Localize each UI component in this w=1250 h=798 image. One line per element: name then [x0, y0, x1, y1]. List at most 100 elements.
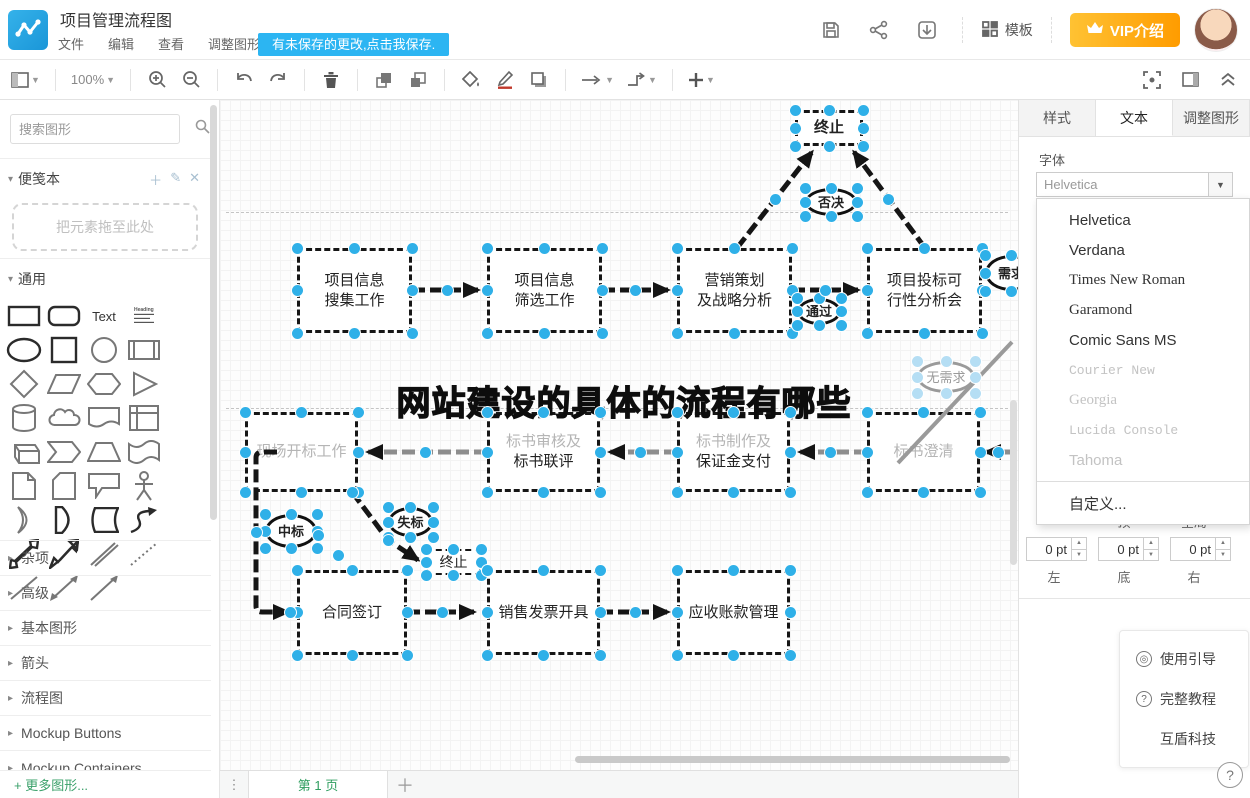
insert-button[interactable]: ▼	[688, 72, 715, 87]
spacing-left-input[interactable]: 0 pt	[1026, 537, 1072, 561]
collapse-toolbar-icon[interactable]	[1214, 66, 1242, 94]
selection-handle[interactable]	[349, 242, 360, 254]
selection-handle[interactable]	[291, 607, 303, 618]
selection-handle[interactable]	[291, 649, 303, 661]
selection-handle[interactable]	[784, 649, 796, 661]
page-view-button[interactable]: ▼	[8, 66, 43, 94]
selection-handle[interactable]	[481, 446, 493, 458]
selection-handle[interactable]	[857, 104, 869, 116]
shape-search-box[interactable]	[10, 114, 210, 144]
shape-internal-storage[interactable]	[124, 401, 164, 435]
selection-handle[interactable]	[481, 242, 493, 254]
selection-handle[interactable]	[799, 182, 811, 194]
selection-handle[interactable]	[784, 564, 796, 576]
shape-tape[interactable]	[124, 435, 164, 469]
line-color-icon[interactable]	[491, 66, 519, 94]
app-logo-icon[interactable]	[8, 10, 48, 50]
selection-handle[interactable]	[538, 406, 549, 418]
selection-handle[interactable]	[861, 406, 873, 418]
selection-handle[interactable]	[401, 564, 413, 576]
shape-triangle[interactable]	[124, 367, 164, 401]
selection-handle[interactable]	[918, 406, 929, 418]
selection-handle[interactable]	[291, 285, 303, 296]
selection-handle[interactable]	[352, 486, 364, 498]
zoom-level-select[interactable]: 100%▼	[70, 72, 116, 87]
shape-hexagon[interactable]	[84, 367, 124, 401]
shape-dotted-line[interactable]	[124, 537, 164, 571]
selection-handle[interactable]	[671, 649, 683, 661]
spacing-bottom-stepper[interactable]: ▲▼	[1144, 537, 1159, 561]
arrow-style-button[interactable]: ▼	[578, 66, 617, 94]
connector-handle[interactable]	[882, 193, 894, 205]
shape-ellipse[interactable]	[4, 333, 44, 367]
selection-handle[interactable]	[594, 649, 606, 661]
fill-color-icon[interactable]	[457, 66, 485, 94]
selection-handle[interactable]	[671, 446, 683, 458]
category-箭头[interactable]: ▸箭头	[0, 645, 211, 680]
selection-handle[interactable]	[671, 242, 683, 254]
selection-handle[interactable]	[786, 327, 798, 339]
selection-handle[interactable]	[349, 327, 360, 339]
selection-handle[interactable]	[918, 486, 929, 498]
connector-handle[interactable]	[332, 549, 344, 561]
category-杂项[interactable]: ▸杂项	[0, 540, 211, 575]
connector-style-button[interactable]: ▼	[623, 66, 660, 94]
shape-actor[interactable]	[124, 469, 164, 503]
shape-square[interactable]	[44, 333, 84, 367]
selection-handle[interactable]	[974, 446, 986, 458]
diagram-title[interactable]: 网站建设的具体的流程有哪些	[396, 384, 852, 423]
shape-circle[interactable]	[84, 333, 124, 367]
connector-handle[interactable]	[441, 284, 453, 296]
selection-handle[interactable]	[427, 531, 439, 543]
selection-handle[interactable]	[979, 285, 991, 297]
selection-handle[interactable]	[239, 406, 251, 418]
toggle-panel-icon[interactable]	[1176, 66, 1204, 94]
selection-handle[interactable]	[539, 242, 550, 254]
shape-step[interactable]	[44, 435, 84, 469]
delete-icon[interactable]	[317, 66, 345, 94]
add-note-icon[interactable]: ＋	[149, 172, 163, 188]
selection-handle[interactable]	[538, 564, 549, 576]
font-option-times-new-roman[interactable]: Times New Roman	[1069, 271, 1186, 288]
redo-icon[interactable]	[264, 66, 292, 94]
help-button[interactable]: ?	[1217, 762, 1243, 788]
selection-handle[interactable]	[825, 210, 837, 222]
selection-handle[interactable]	[799, 196, 811, 208]
selection-handle[interactable]	[911, 371, 923, 383]
selection-handle[interactable]	[346, 649, 358, 661]
selection-handle[interactable]	[789, 140, 801, 152]
selection-handle[interactable]	[352, 446, 364, 458]
selection-handle[interactable]	[1005, 249, 1017, 261]
shape-cloud[interactable]	[44, 401, 84, 435]
selection-handle[interactable]	[974, 486, 986, 498]
connector-handle[interactable]	[284, 606, 296, 618]
selection-handle[interactable]	[346, 564, 358, 576]
notes-dropzone[interactable]: 把元素拖至此处	[12, 203, 198, 251]
canvas-horizontal-scrollbar[interactable]	[575, 756, 1010, 763]
notes-section-title[interactable]: 便笺本	[18, 171, 61, 187]
spacing-right-stepper[interactable]: ▲▼	[1216, 537, 1231, 561]
selection-handle[interactable]	[729, 327, 740, 339]
menu-file[interactable]: 文件	[58, 37, 85, 52]
selection-handle[interactable]	[481, 607, 493, 618]
font-option-comic-sans-ms[interactable]: Comic Sans MS	[1069, 331, 1177, 349]
send-to-back-icon[interactable]	[404, 66, 432, 94]
selection-handle[interactable]	[799, 210, 811, 222]
shape-callout[interactable]	[84, 469, 124, 503]
chevron-down-icon[interactable]: ▼	[1208, 173, 1232, 196]
selection-handle[interactable]	[448, 569, 459, 581]
selection-handle[interactable]	[475, 556, 487, 568]
connector-handle[interactable]	[819, 284, 831, 296]
selection-handle[interactable]	[382, 501, 394, 513]
selection-handle[interactable]	[940, 387, 952, 399]
selection-handle[interactable]	[594, 564, 606, 576]
shape-rounded-rectangle[interactable]	[44, 299, 84, 333]
selection-handle[interactable]	[420, 543, 432, 555]
connector-handle[interactable]	[629, 606, 641, 618]
selection-handle[interactable]	[475, 569, 487, 581]
shape-cylinder[interactable]	[4, 401, 44, 435]
tab-adjust-shape[interactable]: 调整图形	[1173, 100, 1250, 136]
shape-text[interactable]: Text	[92, 308, 116, 324]
shape-process[interactable]	[124, 333, 164, 367]
selection-handle[interactable]	[427, 516, 439, 528]
